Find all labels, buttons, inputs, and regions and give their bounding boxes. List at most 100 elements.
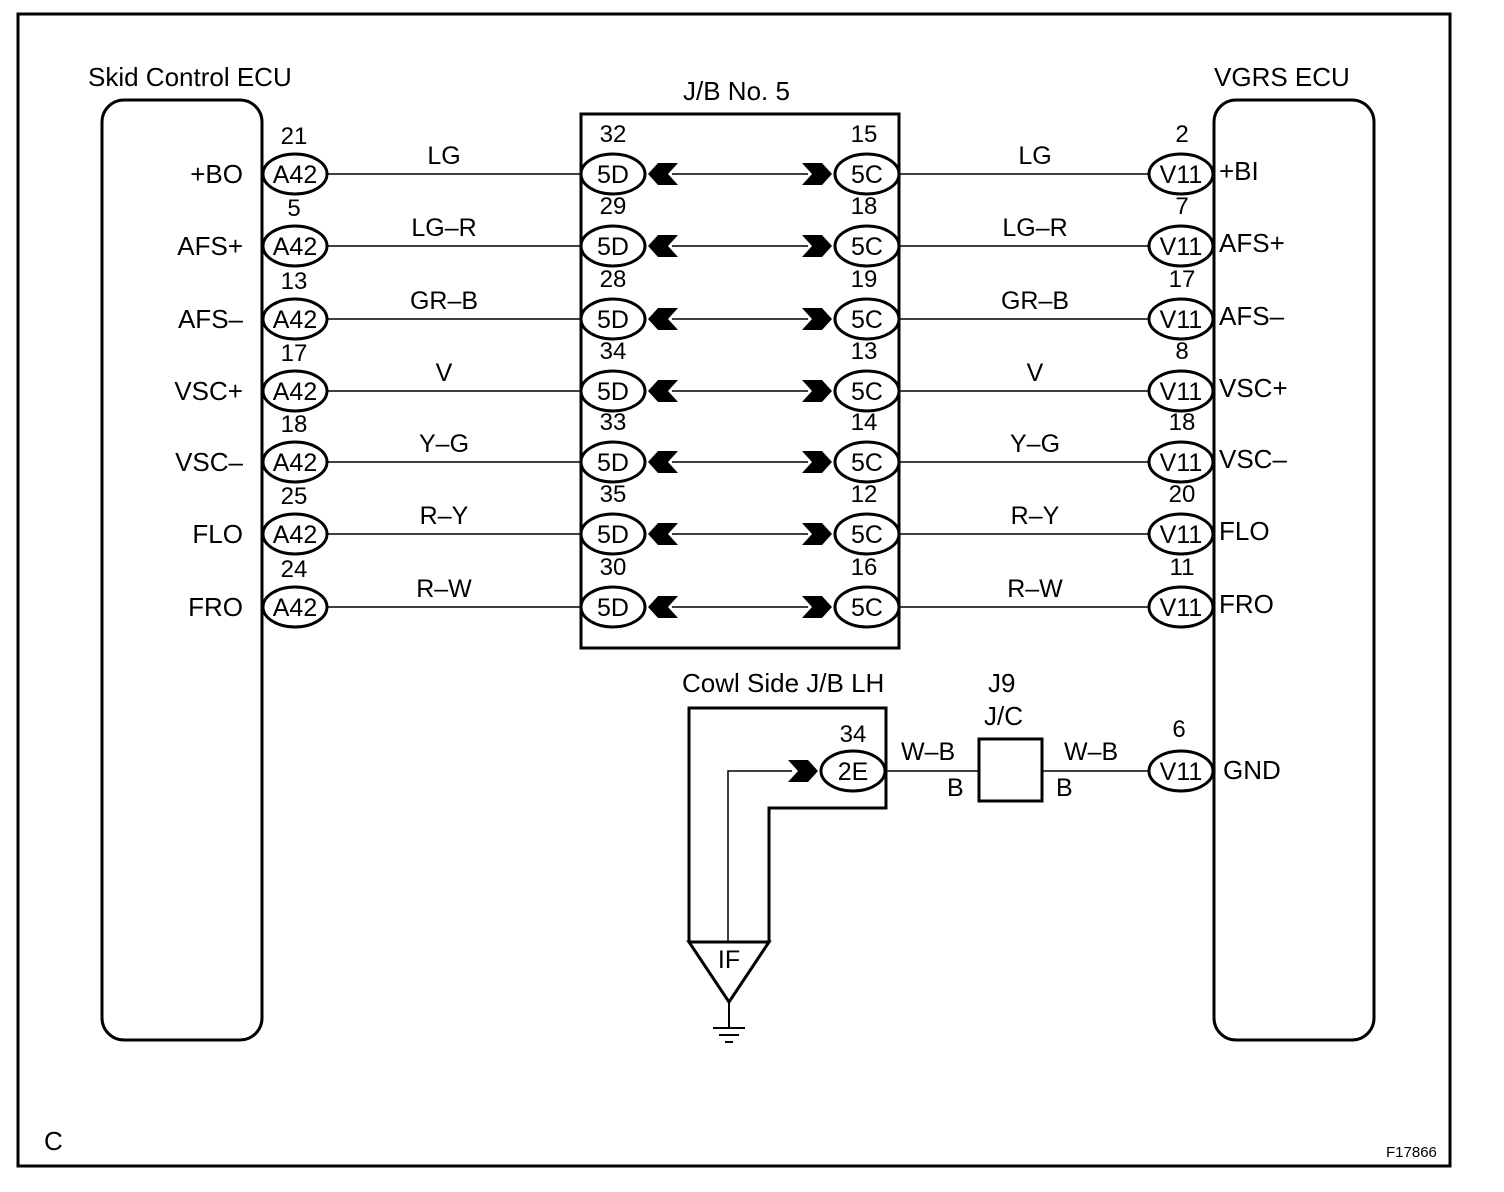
jb-5d-pin: 29 xyxy=(600,193,627,220)
skid-control-ecu-body xyxy=(100,98,264,1042)
left-terminal-name: AFS– xyxy=(178,304,244,334)
corner-letter: C xyxy=(44,1126,63,1156)
jb-5d-pin: 35 xyxy=(600,481,627,508)
jb-5c-label: 5C xyxy=(851,521,883,549)
wire-color-right: R–W xyxy=(1007,575,1063,603)
left-pin-number: 21 xyxy=(281,123,308,150)
right-pin-number: 8 xyxy=(1175,338,1188,365)
right-terminal-name: +BI xyxy=(1219,156,1259,186)
left-connector-label: A42 xyxy=(273,449,317,477)
diagram-frame xyxy=(16,12,1452,1168)
jb-5c-label: 5C xyxy=(851,306,883,334)
jb-arrow-right xyxy=(802,308,832,330)
jb-5d-connector xyxy=(579,152,647,196)
jb-5d-pin: 34 xyxy=(600,338,627,365)
right-connector-label: V11 xyxy=(1160,161,1203,189)
jb-5d-connector xyxy=(579,585,647,629)
jb-5d-connector xyxy=(579,512,647,556)
right-connector-label: V11 xyxy=(1160,233,1203,261)
jb-arrow-right xyxy=(802,451,832,473)
jb-5d-pin: 28 xyxy=(600,266,627,293)
left-pin-number: 18 xyxy=(281,411,308,438)
jb-5d-connector xyxy=(579,224,647,268)
left-pin-number: 13 xyxy=(281,268,308,295)
jb-arrow-left xyxy=(648,451,678,473)
jb-5c-label: 5C xyxy=(851,233,883,261)
wire-color-right: LG–R xyxy=(1002,214,1067,242)
jb-5c-label: 5C xyxy=(851,161,883,189)
right-connector-oval xyxy=(1147,152,1215,196)
wire-color-left: R–W xyxy=(416,575,472,603)
left-pin-number: 25 xyxy=(281,483,308,510)
right-terminal-name: FLO xyxy=(1219,516,1270,546)
jb-5d-label: 5D xyxy=(597,306,629,334)
vgrs-gnd-terminal-name: GND xyxy=(1223,755,1281,785)
jc-id: J9 xyxy=(988,668,1015,698)
wire-color-left: LG xyxy=(427,142,460,170)
jb-arrow-left xyxy=(648,380,678,402)
wire-color-left: V xyxy=(436,359,453,387)
right-pin-number: 2 xyxy=(1175,121,1188,148)
jc-wire-in-label: W–B xyxy=(901,738,955,766)
left-connector-label: A42 xyxy=(273,233,317,261)
ground-symbol xyxy=(713,1002,745,1043)
figure-id: F17866 xyxy=(1386,1144,1437,1161)
jb-5d-connector xyxy=(579,440,647,484)
right-connector-label: V11 xyxy=(1160,594,1203,622)
jb-5d-label: 5D xyxy=(597,521,629,549)
jb-arrow-right xyxy=(802,380,832,402)
left-terminal-name: VSC– xyxy=(175,447,243,477)
jb-5d-connector xyxy=(579,369,647,413)
wire-color-right: GR–B xyxy=(1001,287,1069,315)
right-connector-oval xyxy=(1147,224,1215,268)
right-terminal-name: AFS– xyxy=(1219,301,1285,331)
right-connector-oval xyxy=(1147,369,1215,413)
jb-arrow-right xyxy=(802,596,832,618)
ground-point-label: IF xyxy=(718,946,740,974)
vgrs-ecu-body xyxy=(1212,98,1376,1042)
left-connector-label: A42 xyxy=(273,378,317,406)
right-terminal-name: AFS+ xyxy=(1219,228,1285,258)
jb-5d-connector xyxy=(579,297,647,341)
left-terminal-name: FLO xyxy=(192,519,243,549)
cowl-terminal-arrow xyxy=(788,760,818,782)
right-connector-oval xyxy=(1147,585,1215,629)
jb-arrow-right xyxy=(802,523,832,545)
wire-color-right: V xyxy=(1027,359,1044,387)
left-connector-label: A42 xyxy=(273,594,317,622)
right-connector-label: V11 xyxy=(1160,306,1203,334)
right-pin-number: 7 xyxy=(1175,193,1188,220)
ground-point-triangle xyxy=(686,940,772,1005)
wire-color-left: Y–G xyxy=(419,430,469,458)
jb-arrow-left xyxy=(648,523,678,545)
jb-5c-pin: 16 xyxy=(851,554,878,581)
skid-control-ecu-title: Skid Control ECU xyxy=(88,62,292,92)
left-pin-number: 17 xyxy=(281,340,308,367)
left-terminal-name: VSC+ xyxy=(174,376,243,406)
jb-5c-label: 5C xyxy=(851,449,883,477)
vgrs-gnd-connector-label: V11 xyxy=(1160,758,1203,786)
vgrs-gnd-pin: 6 xyxy=(1172,716,1185,743)
jb-5d-label: 5D xyxy=(597,449,629,477)
jb-5c-label: 5C xyxy=(851,594,883,622)
jb-5d-label: 5D xyxy=(597,161,629,189)
jc-wire-out-sub: B xyxy=(1056,774,1073,802)
jb-5c-pin: 19 xyxy=(851,266,878,293)
left-terminal-name: +BO xyxy=(190,159,243,189)
jb-arrow-left xyxy=(648,235,678,257)
cowl-internal-wire xyxy=(727,770,792,942)
cowl-connector-label: 2E xyxy=(838,758,869,786)
wire-color-left: LG–R xyxy=(411,214,476,242)
jb-5c-pin: 13 xyxy=(851,338,878,365)
jb-5c-pin: 15 xyxy=(851,121,878,148)
jc-box xyxy=(977,737,1044,803)
right-connector-oval xyxy=(1147,512,1215,556)
jb-5d-label: 5D xyxy=(597,233,629,261)
vgrs-gnd-connector xyxy=(1147,749,1215,793)
jb-no5-title: J/B No. 5 xyxy=(683,76,790,106)
left-connector-label: A42 xyxy=(273,306,317,334)
jb-arrow-left xyxy=(648,596,678,618)
jb-5c-pin: 12 xyxy=(851,481,878,508)
